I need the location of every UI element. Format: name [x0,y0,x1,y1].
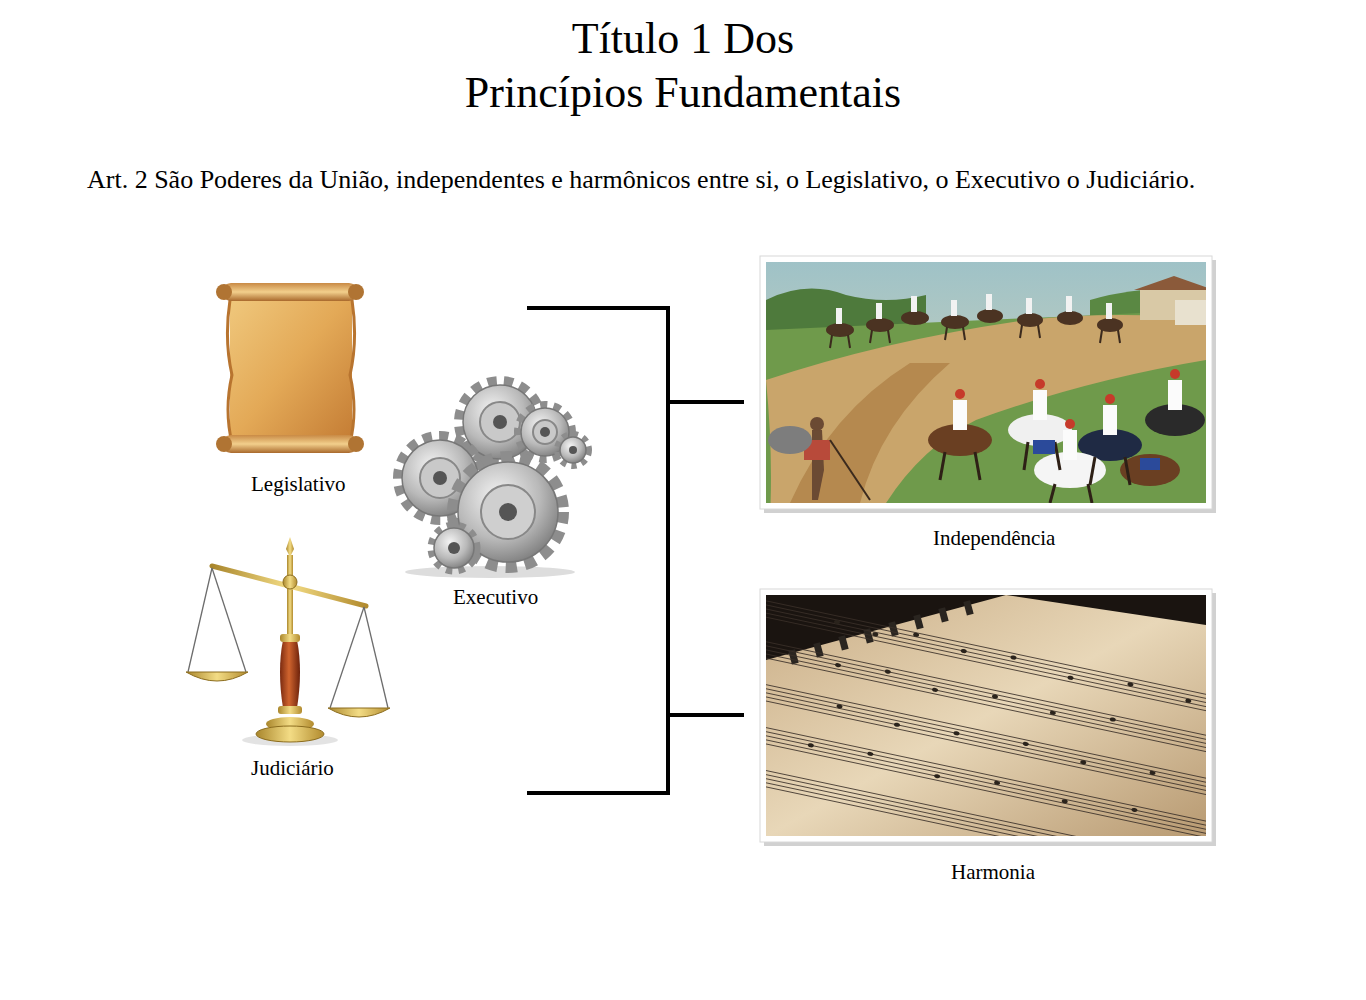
image-caption-node: Judiciário [251,755,325,781]
sheet-music-photo [712,589,1258,884]
caption-text: Judiciário [251,755,325,781]
image-caption-node: Executivo [453,584,528,610]
scroll-icon [216,283,364,453]
image-caption-node: Legislativo [251,471,333,497]
caption-text: Independência [933,525,1037,551]
caption-text: Legislativo [251,471,333,497]
page-title: Título 1 Dos Princípios Fundamentais [373,12,993,120]
image-caption-node: Harmonia [951,859,1025,885]
scales-icon [186,537,390,746]
article-text: Art. 2 São Poderes da União, independent… [87,163,1302,197]
caption-text: Executivo [453,584,528,610]
bracket [529,308,742,793]
gears-icon [399,382,588,578]
caption-text: Harmonia [951,859,1025,885]
image-caption-node: Independência [933,525,1037,551]
independence-painting [760,256,1216,563]
